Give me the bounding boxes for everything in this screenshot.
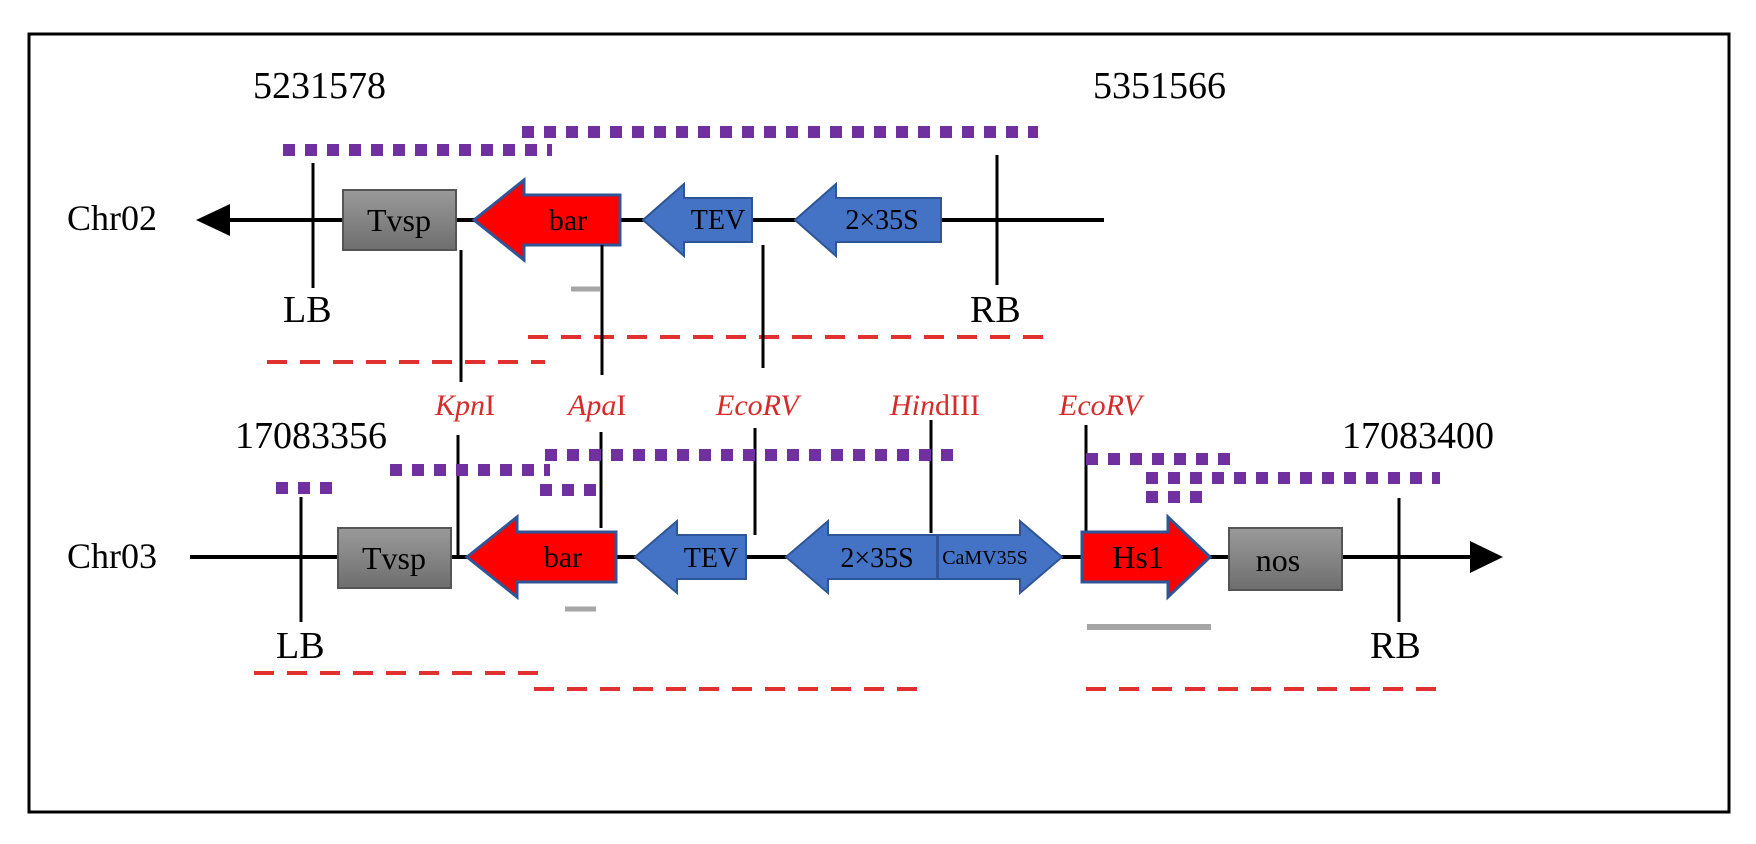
chr03-rb-label: RB	[1370, 625, 1421, 667]
chr02-left-coordinate: 5231578	[253, 65, 386, 107]
chr03-bar-arrow	[464, 513, 618, 601]
chr03-tvsp-label: Tvsp	[362, 540, 426, 576]
chr02-lb-label: LB	[283, 289, 332, 331]
chr03-camv35s-arrow	[937, 518, 1064, 596]
site-label-hindiii: HindIII	[889, 389, 980, 422]
chr02-2x35s-arrow	[793, 181, 942, 259]
restriction-site-labels: KpnI ApaI EcoRV HindIII EcoRV	[434, 389, 1145, 422]
chr03-hs1-arrow	[1080, 513, 1213, 601]
chr03-nos-box	[1228, 527, 1343, 591]
chr03-2x35s-label: 2×35S	[840, 543, 913, 574]
chr03-lb-label: LB	[276, 625, 325, 667]
chr03-tvsp-box	[337, 527, 452, 589]
chr02-right-coordinate: 5351566	[1093, 65, 1226, 107]
site-label-ecorv-2: EcoRV	[1058, 389, 1145, 422]
chr03-camv35s-label: CaMV35S	[942, 547, 1028, 569]
site-label-kpni: KpnI	[434, 389, 495, 422]
chr03-tev-arrow	[633, 518, 747, 596]
site-label-apai: ApaI	[566, 389, 626, 422]
chr03-right-arrowhead	[1470, 541, 1503, 573]
chr02-tvsp-box	[342, 189, 457, 251]
chr03-tev-label: TEV	[684, 543, 738, 574]
chr02-bar-label: bar	[549, 204, 587, 237]
chr03-left-coordinate: 17083356	[235, 415, 387, 457]
chr02-rb-label: RB	[970, 289, 1021, 331]
chr03-bar-label: bar	[544, 541, 582, 574]
chr03-label: Chr03	[67, 536, 157, 576]
chr03-track: 17083356 17083400 Chr03 LB RB Tvsp bar T…	[67, 415, 1503, 691]
chr02-bar-arrow	[471, 176, 622, 264]
chr02-track: 5231578 5351566 Chr02 LB RB Tvsp bar TEV…	[67, 65, 1226, 364]
chr03-right-coordinate: 17083400	[1342, 415, 1494, 457]
chr02-tev-label: TEV	[691, 205, 745, 236]
chr02-label: Chr02	[67, 198, 157, 238]
chr02-tev-arrow	[641, 181, 753, 259]
chr03-nos-label: nos	[1256, 542, 1300, 578]
chr02-2x35s-label: 2×35S	[845, 205, 918, 236]
chr03-hs1-label: Hs1	[1112, 539, 1164, 575]
chr02-tvsp-label: Tvsp	[367, 202, 431, 238]
chr02-left-arrowhead	[196, 204, 230, 236]
site-label-ecorv: EcoRV	[715, 389, 802, 422]
